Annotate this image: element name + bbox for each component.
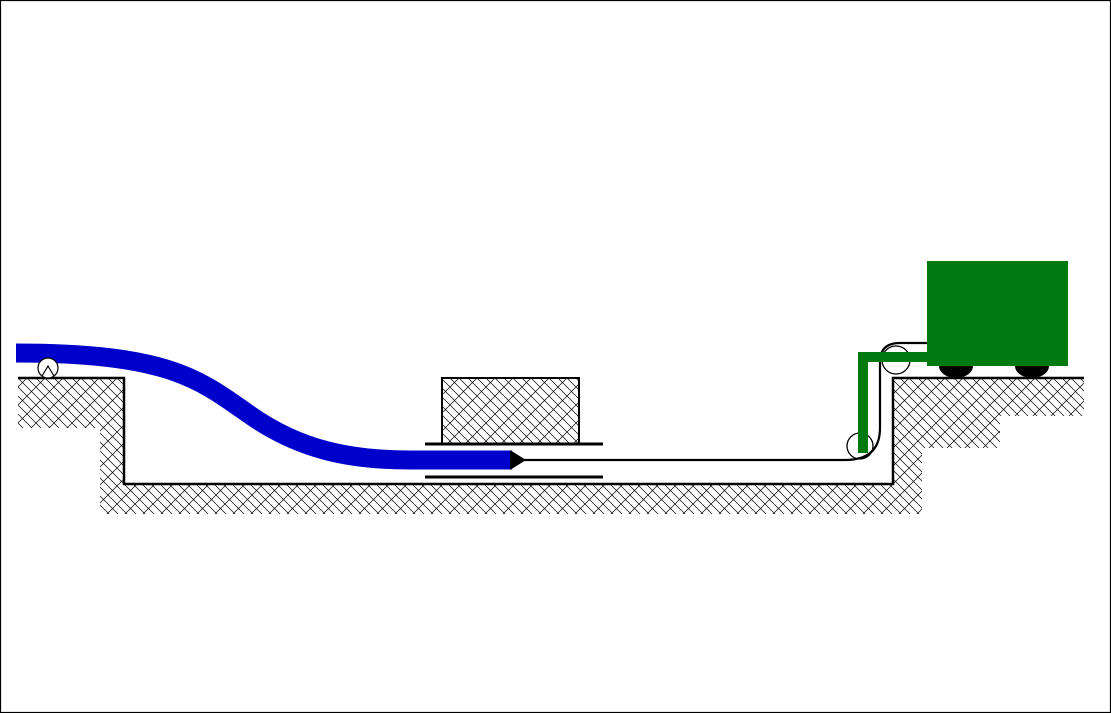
soil [18, 378, 1084, 514]
winch-truck-body [927, 261, 1068, 366]
soil-trench-floor [100, 484, 922, 514]
soil-left-bank [18, 378, 124, 484]
pull-cable [524, 341, 927, 462]
surface-obstacle [441, 377, 580, 445]
pulling-head [510, 450, 526, 470]
soil-right-bank [893, 378, 1084, 514]
pipe-string [15, 343, 512, 470]
soil-right-bank-lower [893, 416, 1000, 448]
winch-anchor-bar [858, 352, 927, 453]
trench-outline [18, 376, 1084, 486]
winch-truck [927, 261, 1068, 378]
entry-roller [37, 357, 59, 379]
winch-truck-wheel-rear [1015, 366, 1049, 378]
winch-truck-wheel-front [939, 366, 973, 378]
